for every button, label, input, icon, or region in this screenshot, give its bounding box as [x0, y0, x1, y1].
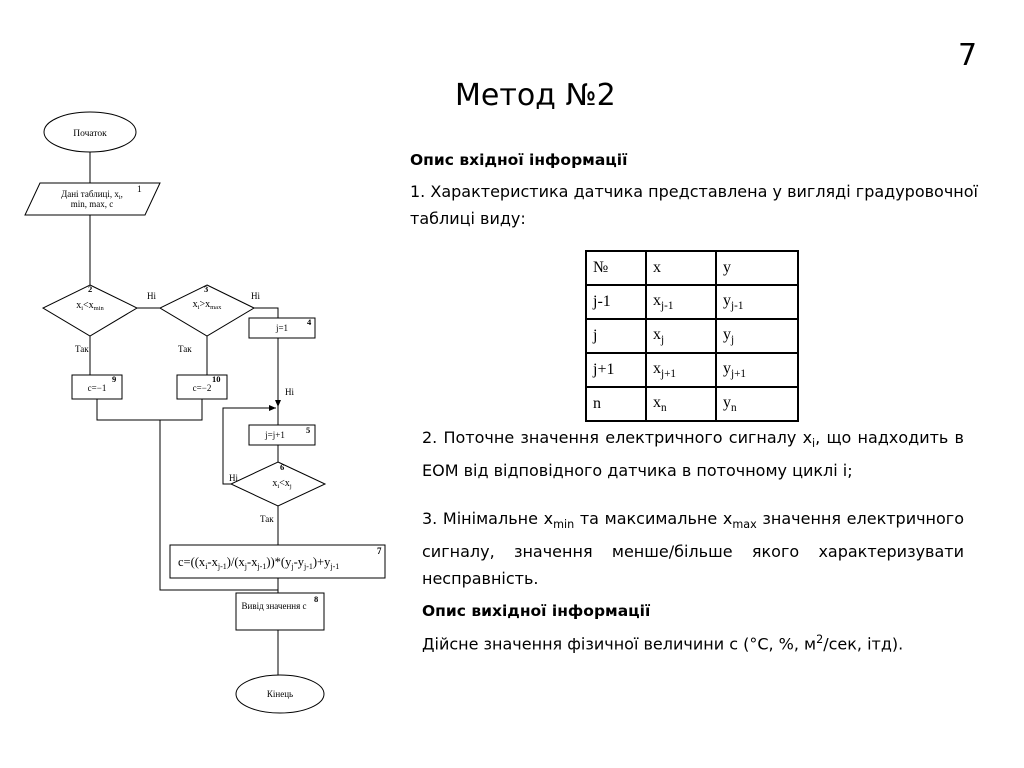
- table-cell: j+1: [585, 352, 647, 388]
- table-row: j+1 xj+1 yj+1: [585, 352, 799, 388]
- input-info-heading: Опис вхідної інформації: [410, 151, 628, 169]
- box-9-number: 9: [112, 374, 116, 384]
- table-cell: xj: [645, 318, 717, 354]
- decision-6-no-label: Ні: [229, 473, 238, 483]
- table-cell: yj+1: [715, 352, 799, 388]
- formula-label: c=((xi-xj-1)/(xj-xj-1))*(yj-yj-1)+yj-1: [178, 555, 339, 571]
- output-info-text: Дійсне значення фізичної величини c (°C,…: [422, 633, 904, 654]
- output-box-8: [235, 592, 325, 631]
- formula-number: 7: [377, 546, 382, 556]
- end-label: Кінець: [267, 689, 293, 699]
- decision-3-label: xi>xmax: [193, 299, 222, 311]
- output-info-heading: Опис вихідної інформації: [422, 602, 651, 620]
- slide-number: 7: [958, 38, 978, 73]
- start-label: Початок: [73, 129, 107, 139]
- decision-3-yes-label: Так: [178, 344, 192, 354]
- table-cell: xn: [645, 386, 717, 422]
- decision-3-no-label: Ні: [251, 291, 260, 301]
- decision-2-number: 2: [88, 284, 92, 294]
- decision-6-label: xi<xj: [272, 478, 291, 490]
- table-cell: j-1: [585, 284, 647, 320]
- table-header-cell: y: [715, 250, 799, 286]
- table-header-row: № x y: [585, 250, 799, 286]
- table-row: n xn yn: [585, 386, 799, 422]
- decision-6-yes-label: Так: [260, 514, 274, 524]
- decision-6-number: 6: [280, 462, 284, 472]
- input-label-line1: Дані таблиці, xi,: [61, 189, 123, 201]
- box-10-label: c=−2: [193, 383, 212, 393]
- box-5: [248, 424, 316, 446]
- table-cell: xj+1: [645, 352, 717, 388]
- decision-3-number: 3: [204, 284, 208, 294]
- box-4-number: 4: [307, 317, 312, 327]
- decision-2-yes-label: Так: [75, 344, 89, 354]
- input-number: 1: [137, 185, 142, 195]
- box-5-label: j=j+1: [264, 430, 285, 440]
- table-cell: n: [585, 386, 647, 422]
- table-cell: yn: [715, 386, 799, 422]
- end-terminator: [235, 674, 325, 714]
- box-4-label: j=1: [275, 323, 288, 333]
- table-cell: xj-1: [645, 284, 717, 320]
- decision-2-label: xi<xmin: [76, 300, 104, 312]
- box-4-no-label: Ні: [285, 387, 294, 397]
- input-parallelogram: [24, 182, 161, 216]
- table-header-cell: №: [585, 250, 647, 286]
- table-cell: j: [585, 318, 647, 354]
- input-info-item-3: 3. Мінімальне xmin та максимальне xmax з…: [422, 509, 964, 589]
- table-cell: yj: [715, 318, 799, 354]
- decision-2-no-label: Ні: [147, 291, 156, 301]
- input-info-item-2: 2. Поточне значення електричного сигналу…: [422, 428, 964, 481]
- box-9-label: c=−1: [88, 383, 107, 393]
- table-header-cell: x: [645, 250, 717, 286]
- table-cell: yj-1: [715, 284, 799, 320]
- slide-title: Метод №2: [455, 78, 616, 113]
- box-4: [248, 317, 316, 339]
- output-box-label: Вивід значення с: [242, 601, 307, 611]
- calibration-table: № x y j-1 xj-1 yj-1 j xj yj j+1 xj+1 yj+…: [585, 250, 799, 422]
- input-info-item-1: 1. Характеристика датчика представлена у…: [410, 182, 978, 228]
- table-row: j xj yj: [585, 318, 799, 354]
- table-row: j-1 xj-1 yj-1: [585, 284, 799, 320]
- input-label-line2: min, max, c: [71, 199, 114, 209]
- box-5-number: 5: [306, 425, 310, 435]
- box-10-number: 10: [212, 374, 221, 384]
- output-box-number: 8: [314, 594, 318, 604]
